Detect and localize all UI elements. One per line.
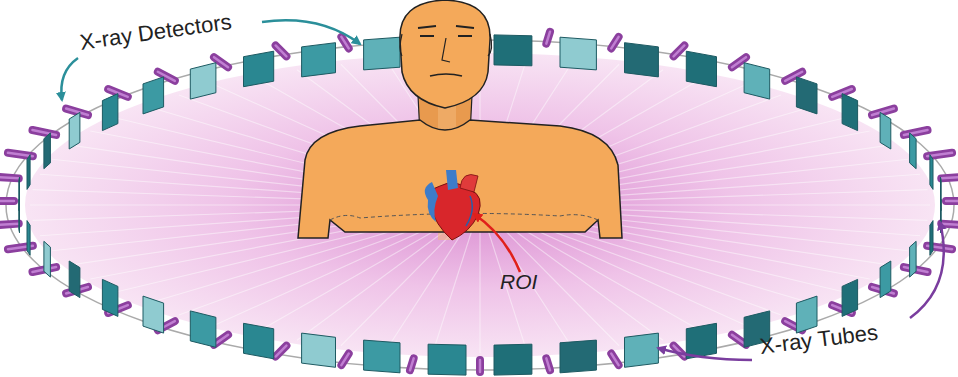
tube-cylinder bbox=[476, 360, 484, 372]
detector-panel bbox=[686, 51, 716, 86]
tube-cylinder bbox=[611, 354, 618, 366]
tube-cylinder bbox=[904, 130, 928, 135]
detector-panel bbox=[560, 340, 596, 373]
tube-highlight bbox=[276, 45, 287, 56]
tube-highlight bbox=[546, 32, 550, 44]
tube-cylinder bbox=[941, 177, 958, 179]
part-label: X-ray Detectors bbox=[78, 9, 233, 56]
tube-cylinder bbox=[674, 45, 685, 56]
detector-panel bbox=[364, 37, 400, 70]
detector-panel bbox=[143, 77, 164, 114]
detector-panel bbox=[494, 35, 532, 66]
tube-highlight bbox=[904, 130, 928, 135]
tube-highlight bbox=[546, 358, 550, 370]
detector-panel bbox=[27, 155, 30, 190]
tube-highlight bbox=[0, 224, 19, 226]
detector-panel bbox=[69, 112, 80, 149]
detector-panel bbox=[842, 279, 858, 316]
x-ray-beams bbox=[30, 57, 930, 353]
tube-highlight bbox=[479, 360, 482, 372]
tube-cylinder bbox=[0, 224, 19, 226]
tube-highlight bbox=[341, 354, 348, 366]
tube-cylinder bbox=[941, 224, 958, 226]
tube-cylinder bbox=[546, 32, 550, 44]
tube-cylinder bbox=[32, 130, 56, 135]
leader-arrow bbox=[61, 58, 78, 100]
leader-arrow bbox=[474, 214, 520, 272]
detector-panel bbox=[842, 94, 858, 131]
detector-panel bbox=[190, 63, 216, 99]
detector-panel bbox=[880, 261, 891, 298]
detector-panel bbox=[102, 94, 118, 131]
tube-highlight bbox=[410, 358, 414, 370]
detector-panel bbox=[796, 77, 817, 114]
detector-panel bbox=[744, 63, 770, 99]
tube-cylinder bbox=[946, 197, 958, 205]
detector-panel bbox=[44, 133, 51, 169]
detector-panel bbox=[910, 241, 917, 277]
detector-panel bbox=[302, 43, 336, 77]
detector-panel bbox=[560, 37, 596, 70]
tube-highlight bbox=[611, 37, 618, 49]
scan-disk bbox=[25, 53, 935, 357]
detector-panel bbox=[18, 199, 20, 232]
detector-panel bbox=[625, 333, 659, 367]
detector-panel bbox=[69, 261, 80, 298]
detector-panel bbox=[625, 43, 659, 77]
detector-panel bbox=[27, 221, 30, 256]
part-label: ROI bbox=[500, 270, 537, 294]
detector-panel bbox=[686, 323, 716, 359]
detector-panel bbox=[910, 133, 917, 169]
detector-panel bbox=[44, 241, 51, 277]
tube-highlight bbox=[276, 346, 287, 357]
tube-highlight bbox=[32, 130, 56, 135]
leader-arrow bbox=[262, 20, 360, 44]
detector-panel bbox=[930, 155, 933, 190]
tube-highlight bbox=[341, 37, 348, 49]
tube-highlight bbox=[674, 45, 685, 56]
tube-cylinder bbox=[341, 354, 348, 366]
detector-panel bbox=[428, 344, 466, 375]
detector-panel bbox=[302, 333, 336, 367]
leader-arrow bbox=[910, 222, 944, 318]
tube-cylinder bbox=[611, 37, 618, 49]
detector-panel bbox=[102, 279, 118, 316]
tube-cylinder bbox=[276, 45, 287, 56]
tube-highlight bbox=[941, 224, 958, 226]
detector-panel bbox=[494, 344, 532, 375]
tube-cylinder bbox=[341, 37, 348, 49]
detector-panel bbox=[244, 51, 274, 86]
detector-panel bbox=[364, 340, 400, 373]
tube-highlight bbox=[946, 200, 958, 203]
leader-arrow bbox=[658, 348, 752, 360]
detector-panel bbox=[244, 323, 274, 359]
detector-panel bbox=[880, 112, 891, 149]
detector-panel bbox=[930, 221, 933, 256]
tube-highlight bbox=[0, 200, 14, 203]
tube-cylinder bbox=[0, 177, 19, 179]
tube-cylinder bbox=[276, 346, 287, 357]
tube-highlight bbox=[941, 177, 958, 179]
tube-cylinder bbox=[410, 358, 414, 370]
tube-cylinder bbox=[0, 197, 14, 205]
tube-cylinder bbox=[546, 358, 550, 370]
detector-panel bbox=[190, 311, 216, 347]
tube-highlight bbox=[0, 177, 19, 179]
detector-panel bbox=[143, 296, 164, 333]
tube-highlight bbox=[611, 354, 618, 366]
